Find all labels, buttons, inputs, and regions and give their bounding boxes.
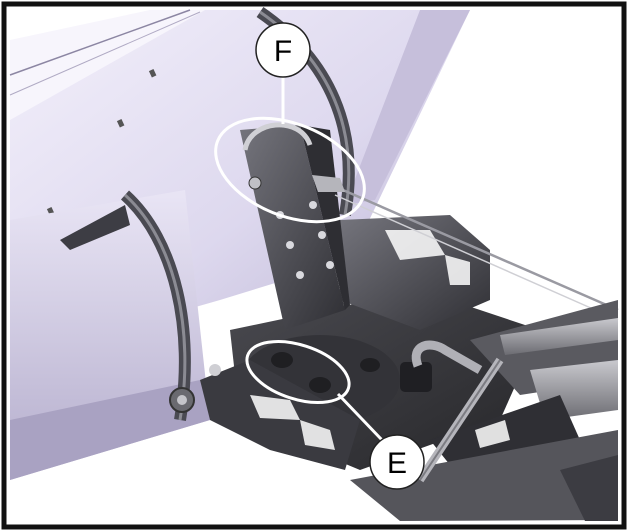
vertical-post (240, 122, 350, 330)
highlight-ellipse-e (245, 340, 351, 404)
callout-e: E (369, 434, 425, 490)
lower-left-bracket (169, 360, 360, 470)
highlight-ellipse-f (214, 116, 366, 224)
lower-tube (10, 190, 210, 480)
leader-line-e (336, 392, 384, 442)
callout-e-label: E (387, 447, 407, 480)
locking-pin (400, 340, 483, 392)
rails (350, 300, 618, 521)
callout-f-label: F (274, 35, 292, 68)
cable (312, 175, 619, 321)
callout-f: F (255, 22, 311, 78)
